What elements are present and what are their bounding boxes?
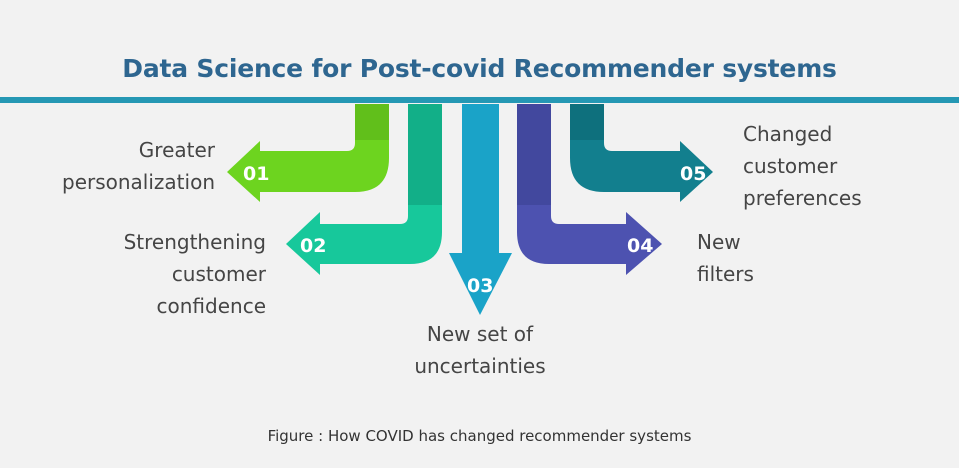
- arrow-02: 02: [286, 104, 442, 275]
- arrow-03-number: 03: [467, 275, 493, 297]
- arrow-01: 01: [227, 104, 389, 202]
- label-01-line-2: personalization: [62, 170, 215, 194]
- figure-caption: Figure : How COVID has changed recommend…: [267, 427, 692, 445]
- label-01: Greater personalization: [62, 134, 215, 198]
- arrow-01-number: 01: [243, 163, 269, 185]
- label-02-line-3: confidence: [156, 294, 266, 318]
- label-02-line-2: customer: [171, 262, 266, 286]
- arrow-05-number: 05: [680, 163, 706, 185]
- diagram-title: Data Science for Post-covid Recommender …: [122, 54, 837, 83]
- arrow-03: 03: [449, 104, 512, 315]
- label-05-line-1: Changed: [743, 122, 833, 146]
- label-03: New set of uncertainties: [380, 318, 580, 382]
- arrow-04-number: 04: [627, 235, 653, 257]
- label-02-line-1: Strengthening: [123, 230, 266, 254]
- label-05-line-3: preferences: [743, 186, 862, 210]
- label-03-line-1: New set of: [426, 322, 534, 346]
- title-underline: [0, 97, 959, 103]
- label-04-line-1: New: [697, 230, 741, 254]
- arrow-04: 04: [517, 104, 662, 275]
- label-04: New filters: [697, 226, 754, 290]
- label-05: Changed customer preferences: [743, 118, 862, 214]
- arrow-05: 05: [570, 104, 713, 202]
- label-02: Strengthening customer confidence: [124, 226, 266, 322]
- arrow-02-number: 02: [300, 235, 326, 257]
- label-03-line-2: uncertainties: [414, 354, 546, 378]
- label-01-line-1: Greater: [138, 138, 215, 162]
- label-04-line-2: filters: [697, 262, 754, 286]
- label-05-line-2: customer: [743, 154, 838, 178]
